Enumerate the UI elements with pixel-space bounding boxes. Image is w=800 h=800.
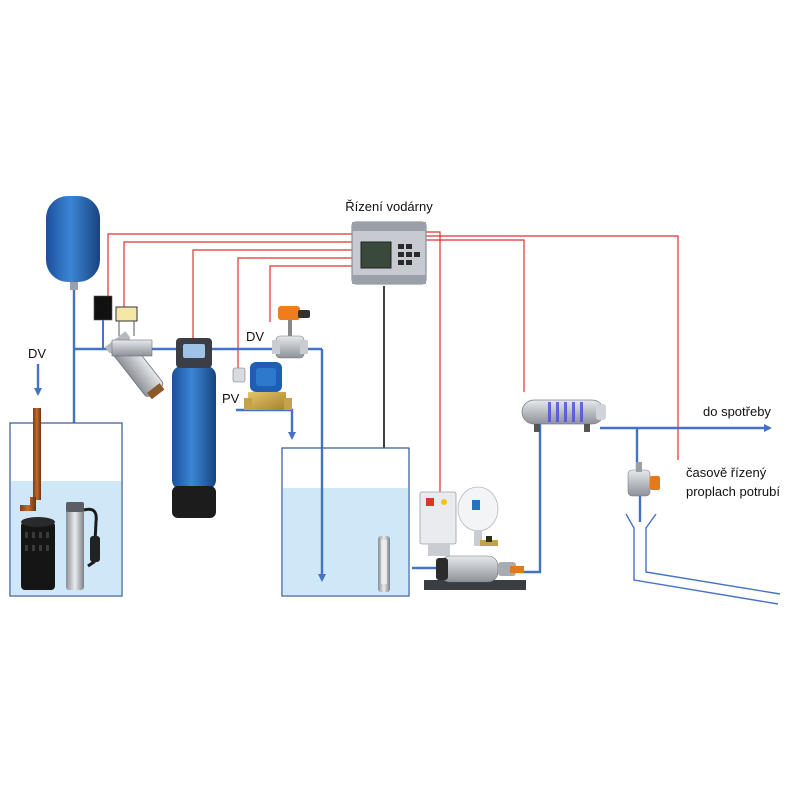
- label-outlet: do spotřeby: [703, 404, 771, 419]
- drain: [625, 513, 781, 605]
- wire-softener: [192, 249, 352, 338]
- pipe-pump-out: [520, 412, 542, 574]
- submersible-pump: [66, 502, 100, 590]
- signal-wires: [107, 231, 679, 492]
- pump-motor: [439, 555, 499, 583]
- plc-controller: [351, 221, 427, 285]
- label-flush-line1: časově řízený: [686, 465, 767, 480]
- flow-meter-display: [115, 306, 138, 322]
- wire-pump-station: [426, 231, 441, 492]
- label-dv-mid: DV: [246, 329, 264, 344]
- wire-solenoid: [237, 257, 352, 368]
- label-control: Řízení vodárny: [345, 199, 433, 214]
- pipe-pv-out: [236, 408, 296, 440]
- wire-flow-meter: [123, 241, 352, 308]
- plc-keys: [398, 244, 420, 265]
- storage-tank: [281, 447, 410, 597]
- booster-pump-station: [419, 486, 526, 590]
- suction-strainer: [20, 408, 55, 590]
- wire-pressure-switch: [107, 233, 352, 298]
- label-pv: PV: [222, 391, 240, 406]
- label-flush-line2: proplach potrubí: [686, 484, 780, 499]
- level-probe: [378, 536, 390, 592]
- flow-meter-leads: [118, 321, 135, 336]
- solenoid-valve-pv: [232, 362, 292, 410]
- softener-display: [183, 344, 205, 358]
- wire-flush: [426, 235, 679, 460]
- filter-head: [111, 339, 153, 357]
- uv-sterilizer: [521, 399, 606, 432]
- flush-valve: [627, 462, 660, 497]
- expansion-vessel: [46, 196, 100, 290]
- softener-tank: [172, 338, 216, 518]
- wire-uv: [426, 239, 525, 392]
- plc-screen: [360, 241, 392, 269]
- wire-motor-valve: [269, 265, 352, 322]
- pump-control-box: [419, 491, 457, 545]
- motorized-valve-dv: [272, 306, 310, 359]
- pressure-switch: [93, 295, 113, 321]
- label-dv-left: DV: [28, 346, 46, 361]
